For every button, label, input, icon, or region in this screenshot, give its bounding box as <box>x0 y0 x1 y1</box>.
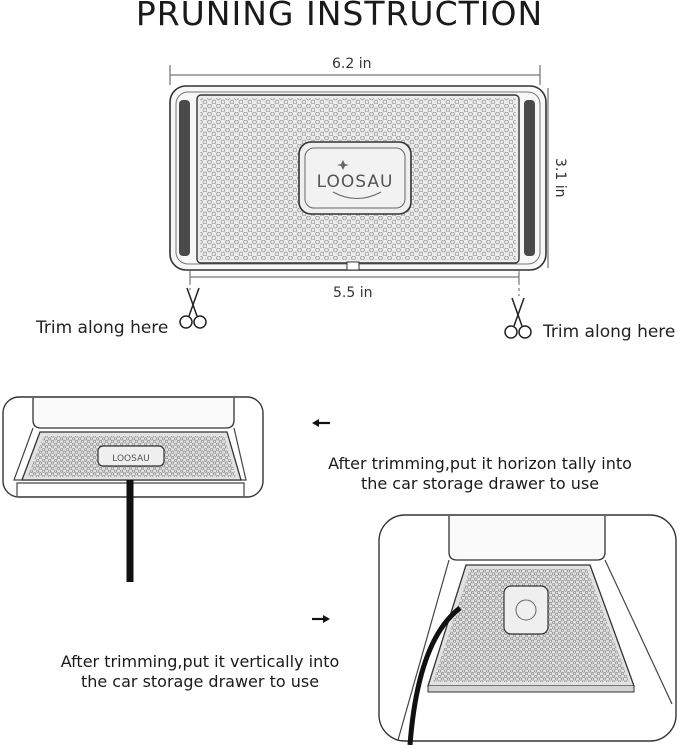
caption-vertical-line-2: the car storage drawer to use <box>80 672 320 691</box>
arrow-left-icon <box>312 419 330 427</box>
mat-logo-text: LOOSAU <box>317 172 394 192</box>
width-label: 6.2 in <box>332 56 372 72</box>
scissors-icon <box>504 297 532 339</box>
caption-horizontal-line-1: After trimming,put it horizon tally into <box>328 454 632 473</box>
caption-vertical: After trimming,put it vertically into th… <box>40 652 360 692</box>
dimension-width-line <box>169 65 541 85</box>
mat-logo-text-small: LOOSAU <box>112 454 150 464</box>
drawer-horizontal-illustration <box>2 396 264 582</box>
caption-horizontal-line-2: the car storage drawer to use <box>360 474 600 493</box>
page-title: PRUNING INSTRUCTION <box>135 0 544 33</box>
trim-label-right: Trim along here <box>543 322 676 342</box>
inner-width-label: 5.5 in <box>333 285 373 301</box>
arrow-right-icon <box>312 615 330 623</box>
dimension-inner-width-line <box>189 270 520 284</box>
trim-label-left: Trim along here <box>36 318 169 338</box>
drawer-vertical-illustration <box>378 514 677 745</box>
mat-top-view <box>169 85 547 271</box>
height-label: 3.1 in <box>552 158 568 198</box>
caption-vertical-line-1: After trimming,put it vertically into <box>60 652 340 671</box>
caption-horizontal: After trimming,put it horizon tally into… <box>300 454 660 494</box>
scissors-icon <box>179 287 207 329</box>
